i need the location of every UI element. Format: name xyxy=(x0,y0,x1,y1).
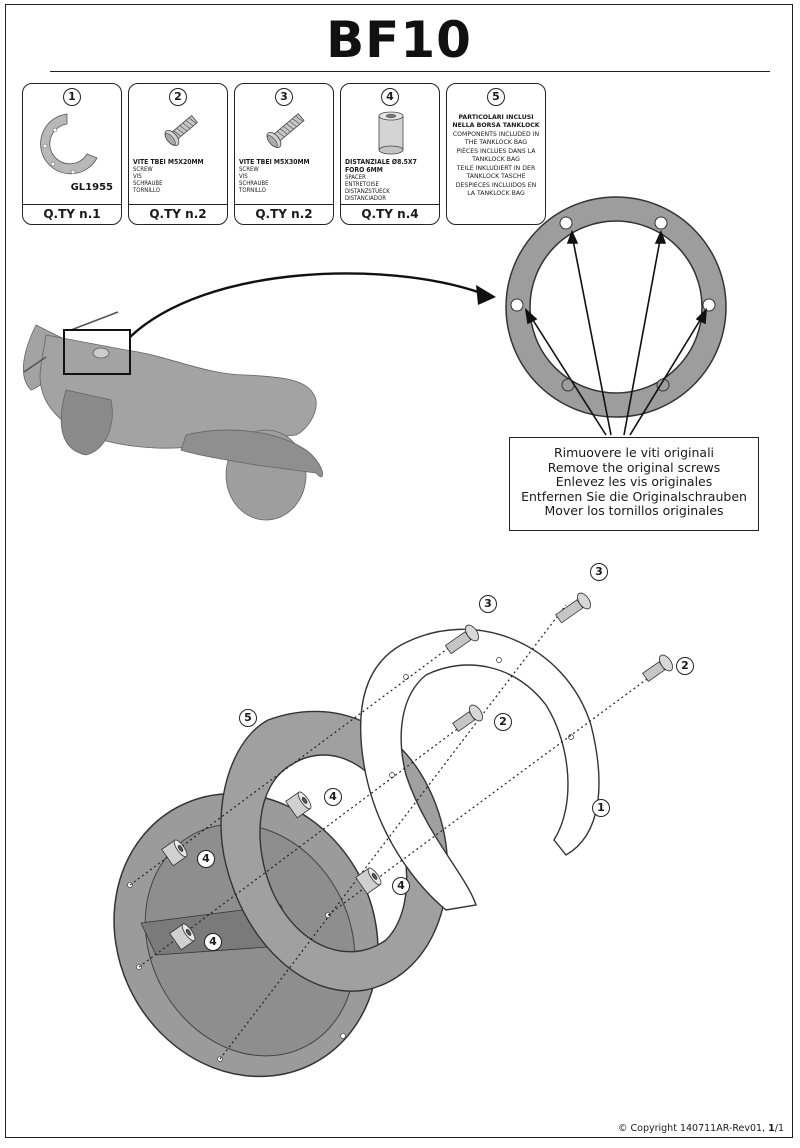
callout-tanklock-ring: 5 xyxy=(239,709,257,727)
part-description-title: VITE TBEI M5x30mm xyxy=(239,158,310,166)
flange-ring-icon xyxy=(40,113,98,175)
page-title: BF10 xyxy=(326,11,472,69)
callout-flange: 1 xyxy=(592,799,610,817)
part-description-title: VITE TBEI M5x20mm xyxy=(133,158,204,166)
instruction-de: Entfernen Sie die Originalschrauben xyxy=(521,488,747,504)
part-description-title: DISTANZIALE Ø8.5x7 xyxy=(345,158,417,166)
part-number-badge: 1 xyxy=(63,88,81,106)
part-number-badge: 3 xyxy=(275,88,293,106)
part-description: DISTANZIALE Ø8.5x7 Foro 6mm SPACER ENTRE… xyxy=(345,158,437,202)
fuel-cap-icon xyxy=(92,347,110,359)
part-quantity: Q.TY n.4 xyxy=(341,204,439,224)
part-description: VITE TBEI M5x20mm SCREW VIS SCHRAUBE TOR… xyxy=(133,158,225,194)
part-description-title: PARTICOLARI INCLUSI NELLA BORSA TANKLOCK xyxy=(452,114,540,129)
part-description: VITE TBEI M5x30mm SCREW VIS SCHRAUBE TOR… xyxy=(239,158,331,194)
assembly-illustration xyxy=(23,196,727,1078)
callout-spacer: 4 xyxy=(197,850,215,868)
fuel-cap-ring-diagram xyxy=(505,196,727,418)
screw-pointer-arrows xyxy=(524,229,707,436)
part-number-badge: 5 xyxy=(487,88,505,106)
callout-screw-m5x20: 2 xyxy=(676,657,694,675)
spacer-icon xyxy=(161,791,382,951)
callout-spacer: 4 xyxy=(324,788,342,806)
part-quantity: Q.TY n.2 xyxy=(235,204,333,224)
flange-ring xyxy=(359,628,600,911)
part-quantity: Q.TY n.2 xyxy=(129,204,227,224)
instruction-it: Rimuovere le viti originali xyxy=(553,445,715,460)
screw-icon xyxy=(266,113,305,148)
instruction-box: Rimuovere le viti originali Remove the o… xyxy=(509,437,759,531)
callout-spacer: 4 xyxy=(204,933,222,951)
motorcycle-icon xyxy=(23,324,323,521)
handlebar-icon xyxy=(23,311,119,373)
title-divider xyxy=(50,71,770,72)
instruction-fr: Enlevez les vis originales xyxy=(555,474,713,489)
screw-icon xyxy=(444,592,673,732)
instruction-sheet: BF10 1 GL1955 Q.TY n.1 2 xyxy=(5,4,793,1138)
callout-screw-m5x30: 3 xyxy=(590,563,608,581)
part-card-2: 2 VITE TBEI M5x20mm SCREW VIS SCHRAUBE T… xyxy=(128,83,228,225)
part-description: PARTICOLARI INCLUSI NELLA BORSA TANKLOCK… xyxy=(452,114,540,197)
part-number-badge: 2 xyxy=(169,88,187,106)
callout-spacer: 4 xyxy=(392,877,410,895)
assembly-guide-lines xyxy=(129,604,667,1060)
callout-screw-m5x30: 3 xyxy=(479,595,497,613)
part-quantity: Q.TY n.1 xyxy=(23,204,121,224)
pointer-arrow xyxy=(129,272,482,338)
focus-box xyxy=(63,329,131,375)
callout-screw-m5x20: 2 xyxy=(494,713,512,731)
part-card-3: 3 VITE TBEI M5x30mm SCREW VIS SCHRAUBE T… xyxy=(234,83,334,225)
part-card-5: 5 PARTICOLARI INCLUSI NELLA BORSA TANKLO… xyxy=(446,83,546,225)
spacer-icon xyxy=(378,111,404,155)
part-number-badge: 4 xyxy=(381,88,399,106)
copyright-footer: © Copyright 140711AR-Rev01, 1/1 xyxy=(617,1123,784,1134)
part-card-1: 1 GL1955 Q.TY n.1 xyxy=(22,83,122,225)
part-card-4: 4 DISTANZIALE Ø8.5x7 Foro 6mm SPACER ENT… xyxy=(340,83,440,225)
part-code: GL1955 xyxy=(70,182,113,193)
instruction-en: Remove the original screws xyxy=(547,459,721,475)
instruction-es: Mover los tornillos originales xyxy=(544,503,724,518)
screw-icon xyxy=(164,115,198,146)
